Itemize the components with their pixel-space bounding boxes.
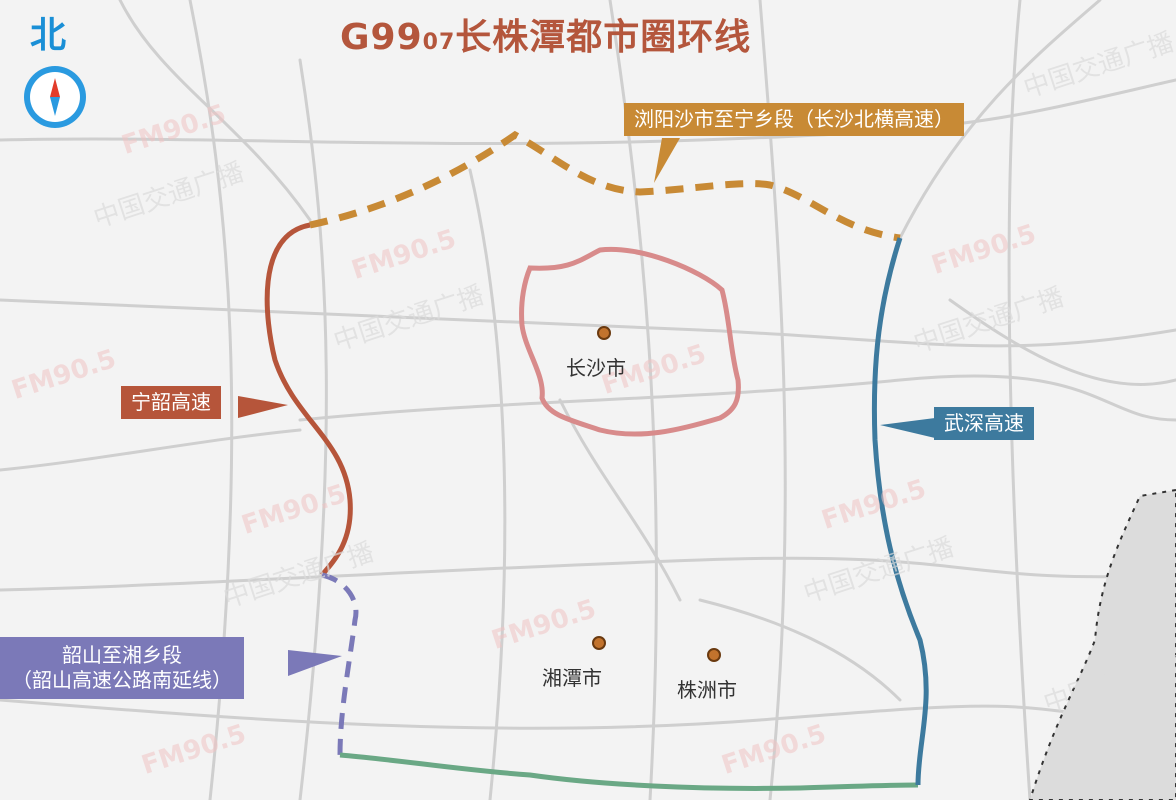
shaoshan-pointer — [288, 650, 342, 676]
wushen-pointer — [880, 418, 935, 438]
compass-icon — [24, 66, 86, 128]
city-label-changsha: 长沙市 — [566, 356, 626, 380]
city-marker-changsha[interactable] — [597, 326, 611, 340]
title-code: G99 — [340, 17, 423, 58]
city-label-zhuzhou: 株洲市 — [677, 678, 737, 702]
route-label-liuyang[interactable]: 浏阳沙市至宁乡段（长沙北横高速） — [624, 103, 964, 136]
ningshao-pointer — [238, 396, 288, 418]
route-ningshao-line — [264, 222, 353, 577]
route-label-wushen[interactable]: 武深高速 — [934, 407, 1034, 440]
changsha-city-ring — [519, 246, 741, 437]
route-shaoshan-line — [321, 572, 359, 756]
map-title: G9907长株潭都市圈环线 — [340, 8, 751, 60]
city-label-xiangtan: 湘潭市 — [542, 666, 602, 690]
city-marker-zhuzhou[interactable] — [707, 648, 721, 662]
neighbor-region — [1028, 488, 1176, 800]
route-label-shaoshan[interactable]: 韶山至湘乡段 （韶山高速公路南延线） — [0, 637, 244, 699]
route-south-line — [339, 752, 919, 791]
north-label: 北 — [30, 15, 67, 56]
shaoshan-label-line1: 韶山至湘乡段 — [62, 643, 182, 667]
liuyang-pointer — [654, 138, 680, 183]
route-liuyang-line — [309, 130, 901, 242]
route-label-ningshao[interactable]: 宁韶高速 — [121, 386, 221, 419]
title-text: 长株潭都市圈环线 — [455, 17, 752, 58]
city-marker-xiangtan[interactable] — [592, 636, 606, 650]
route-wushen-line — [871, 237, 929, 786]
shaoshan-label-line2: （韶山高速公路南延线） — [12, 668, 232, 692]
title-code-sub: 07 — [422, 30, 456, 55]
